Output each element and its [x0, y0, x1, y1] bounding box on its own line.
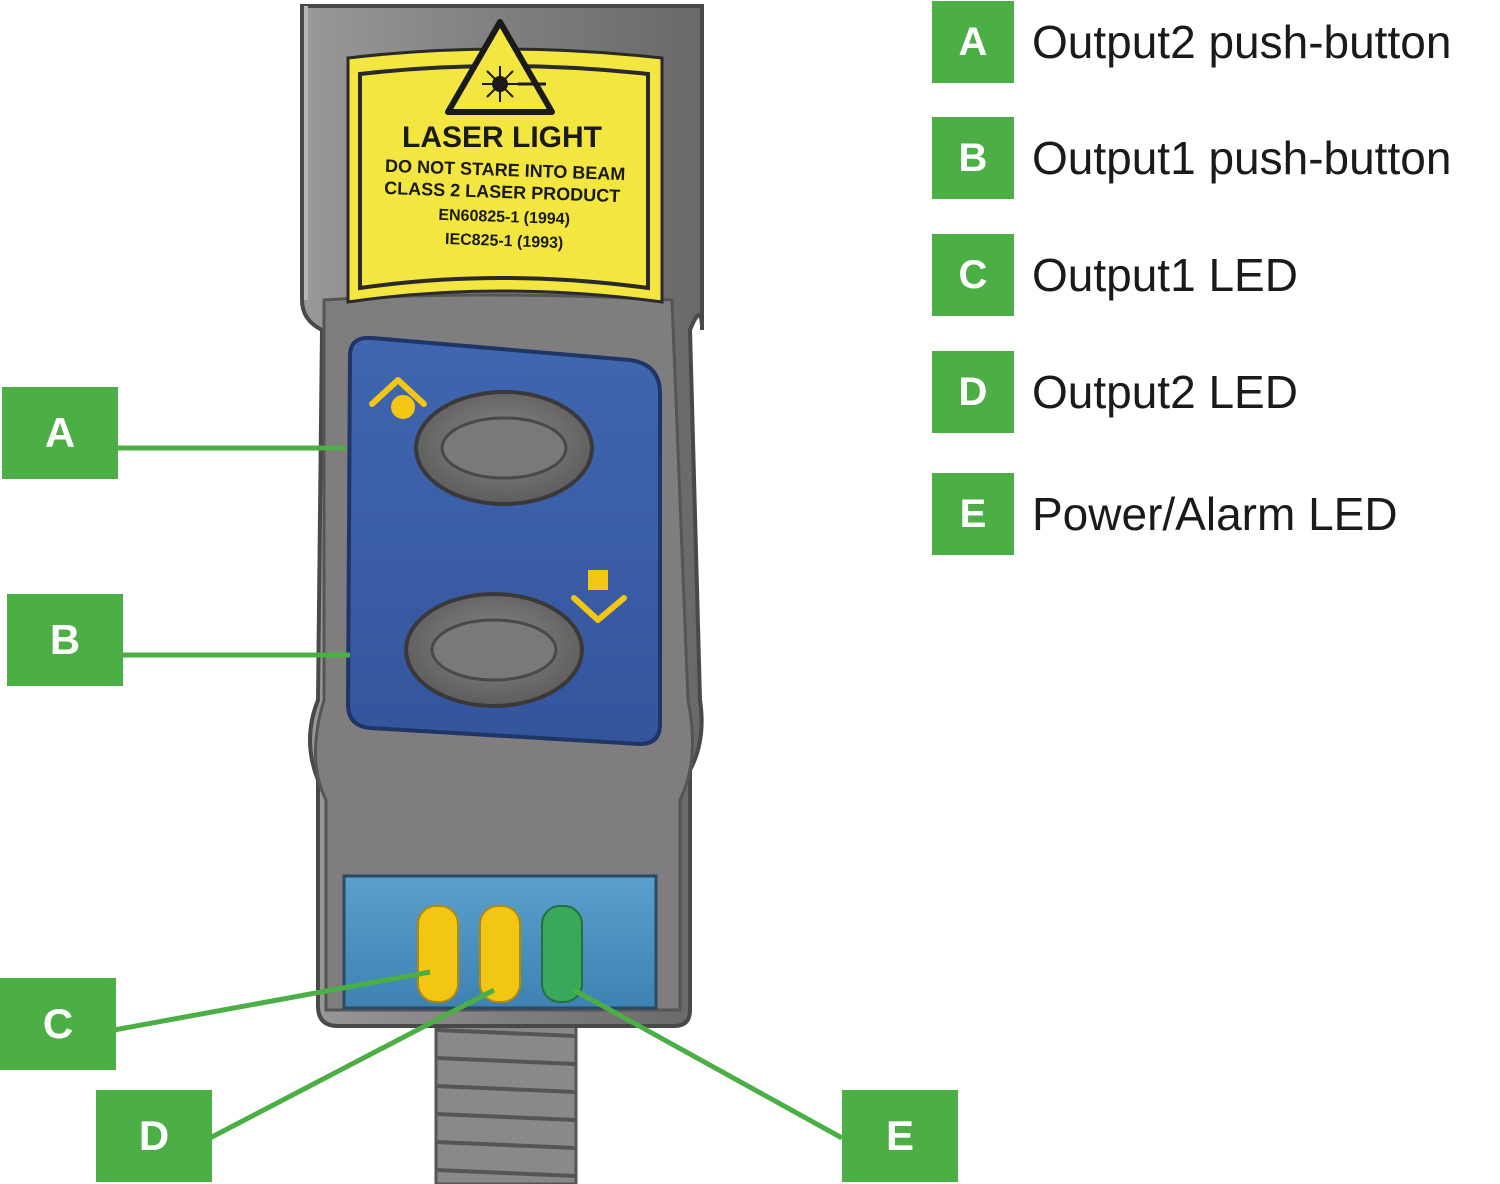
leader-line-e — [572, 987, 844, 1141]
legend-text: Output2 push-button — [1032, 16, 1452, 68]
legend-text: Output2 LED — [1032, 366, 1298, 418]
callout-d: D — [96, 1090, 212, 1182]
laser-starburst-icon — [482, 66, 546, 102]
callout-c: C — [0, 978, 116, 1070]
output2-led — [479, 905, 521, 1003]
callout-b: B — [7, 594, 123, 686]
warning-title: LASER LIGHT — [402, 121, 602, 154]
leader-lines — [113, 445, 844, 1141]
legend-item-a: A Output2 push-button — [932, 0, 1451, 84]
legend-letter: B — [932, 117, 1014, 199]
legend-letter: D — [932, 351, 1014, 433]
legend-letter: E — [932, 473, 1014, 555]
legend-item-b: B Output1 push-button — [932, 116, 1451, 200]
legend-letter: A — [932, 1, 1014, 83]
legend-item-e: E Power/Alarm LED — [932, 472, 1398, 556]
down-arrow-icon — [571, 570, 627, 623]
m12-connector — [434, 998, 578, 1184]
output2-push-button[interactable] — [414, 390, 594, 506]
legend-text: Output1 LED — [1032, 249, 1298, 301]
warning-line-3: EN60825-1 (1994) — [438, 207, 570, 229]
legend-letter: C — [932, 234, 1014, 316]
output1-led — [417, 905, 459, 1003]
leader-line-d — [208, 987, 496, 1141]
callout-e: E — [842, 1090, 958, 1182]
leader-line-c — [113, 969, 431, 1033]
warning-line-4: IEC825-1 (1993) — [445, 231, 564, 252]
callout-a: A — [2, 387, 118, 479]
laser-warning-label: LASER LIGHT DO NOT STARE INTO BEAM CLASS… — [346, 19, 664, 304]
legend-text: Power/Alarm LED — [1032, 488, 1398, 540]
output1-push-button[interactable] — [404, 592, 584, 708]
up-arrow-icon — [369, 377, 427, 419]
power-alarm-led — [541, 905, 583, 1003]
legend-item-d: D Output2 LED — [932, 350, 1298, 434]
legend-text: Output1 push-button — [1032, 132, 1452, 184]
legend-item-c: C Output1 LED — [932, 233, 1298, 317]
